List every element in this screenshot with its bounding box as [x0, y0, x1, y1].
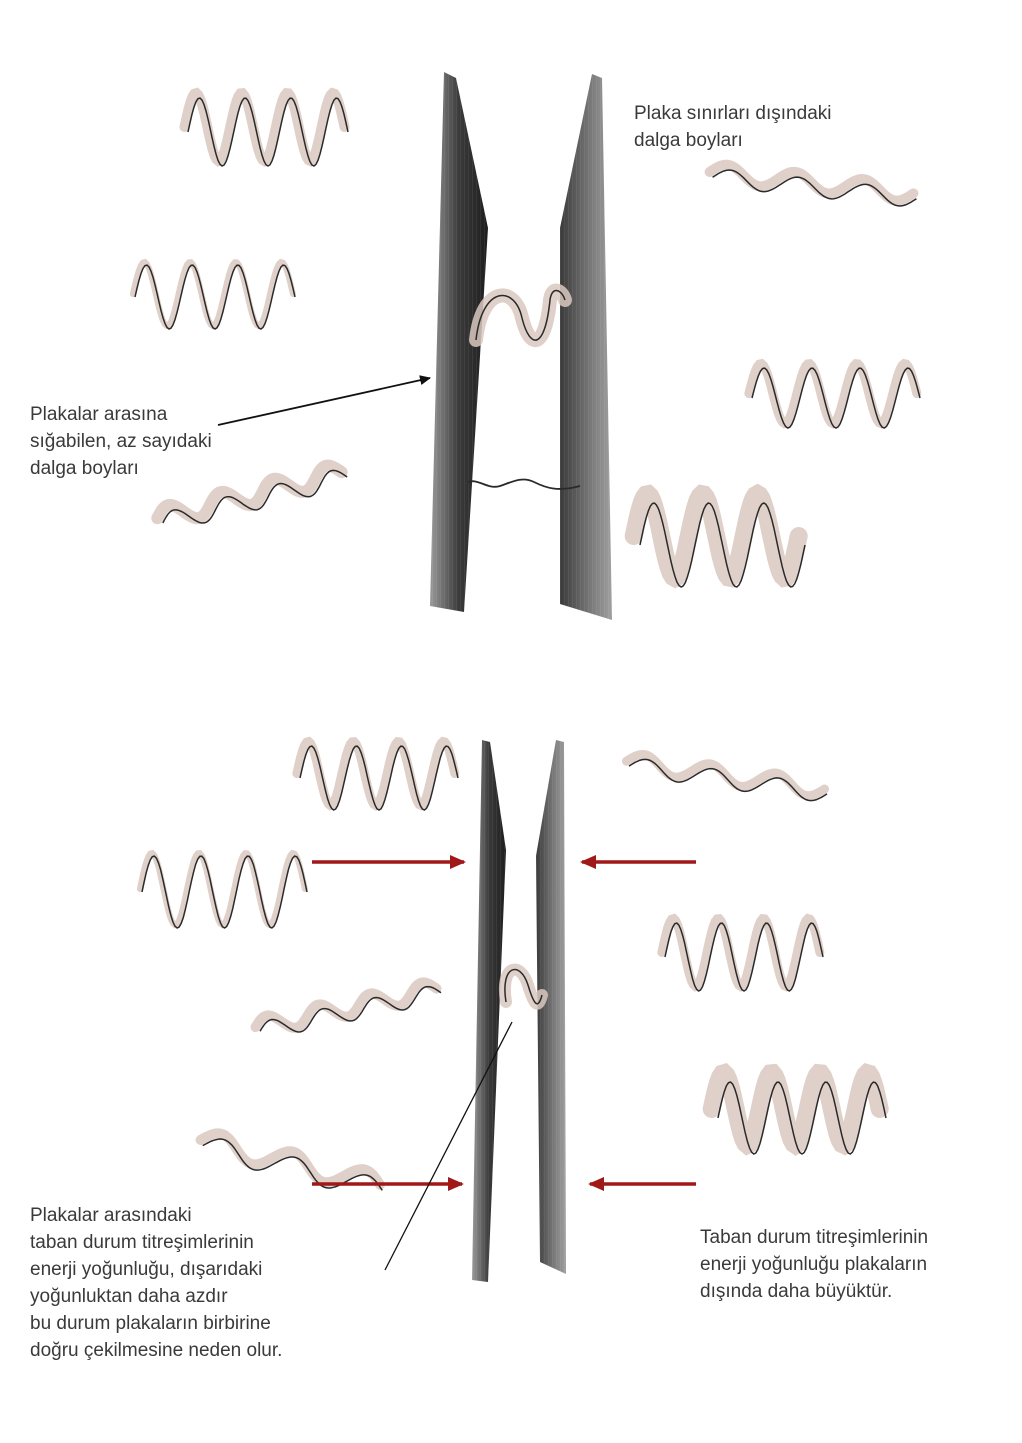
bottom-panel [136, 736, 889, 1282]
wave-edge [717, 1081, 887, 1155]
wave-bottom-left-4 [195, 1128, 386, 1191]
top-inside-wave-small [467, 478, 581, 490]
wave-ribbon [151, 459, 348, 525]
top-inside-wave-large [469, 283, 572, 347]
wave-ribbon [129, 258, 296, 330]
wave-bottom-right-3 [702, 1062, 889, 1156]
wave-ribbon [744, 358, 922, 429]
wave-edge [187, 97, 349, 167]
wave-ribbon [704, 159, 919, 206]
wave-bottom-left-2 [136, 849, 308, 929]
bottom-inside-label-line-3: enerji yoğunluğu, dışarıdaki [30, 1259, 263, 1280]
wave-edge [299, 745, 459, 811]
bottom-outside-label-line-3: dışında daha büyüktür. [700, 1281, 893, 1302]
top-panel [129, 72, 922, 620]
top-inside-label: Plakalar arasına sığabilen, az sayıdaki … [30, 401, 212, 482]
top-inside-label-line-3: dalga boyları [30, 458, 139, 479]
wave-ribbon [621, 749, 830, 801]
wave-top-left-2 [129, 258, 296, 330]
wave-bottom-left-1 [292, 736, 460, 811]
wave-top-right-1 [704, 159, 919, 207]
wave-bottom-left-3 [250, 977, 442, 1033]
bottom-outside-label: Taban durum titreşimlerinin enerji yoğun… [700, 1224, 928, 1305]
wave-edge [202, 1138, 383, 1191]
wave-top-right-2 [744, 358, 922, 429]
wave-top-right-3 [624, 483, 808, 589]
bottom-pointer-line [384, 1021, 513, 1271]
bottom-outside-label-line-2: enerji yoğunluğu plakaların [700, 1254, 928, 1275]
bottom-inside-label-line-5: bu durum plakaların birbirine [30, 1313, 271, 1334]
wave-edge [134, 264, 296, 330]
bottom-outside-label-line-1: Taban durum titreşimlerinin [700, 1227, 929, 1248]
wave-ribbon [702, 1062, 889, 1156]
bottom-inside-label: Plakalar arasındaki taban durum titreşim… [30, 1202, 282, 1364]
wave-edge [259, 985, 442, 1033]
bottom-inside-label-line-1: Plakalar arasındaki [30, 1205, 192, 1226]
wave-edge [639, 502, 806, 588]
wave-edge [141, 855, 308, 929]
top-outside-label: Plaka sınırları dışındaki dalga boyları [634, 100, 831, 154]
wave-bottom-right-1 [621, 749, 830, 802]
wave-top-left-1 [179, 87, 350, 167]
wave-edge [712, 169, 917, 207]
top-outside-label-line-1: Plaka sınırları dışındaki [634, 103, 832, 124]
wave-ribbon [250, 977, 442, 1033]
bottom-inside-label-line-4: yoğunluktan daha azdır [30, 1286, 228, 1307]
wave-edge [751, 367, 921, 429]
bottom-inside-label-line-6: doğru çekilmesine neden olur. [30, 1340, 283, 1361]
wave-edge [162, 469, 348, 524]
wave-bottom-right-2 [657, 913, 825, 992]
top-outside-label-line-2: dalga boyları [634, 130, 743, 151]
wave-edge [664, 922, 824, 992]
top-inside-label-line-2: sığabilen, az sayıdaki [30, 431, 212, 452]
wave-ribbon [624, 483, 808, 589]
wave-top-left-3 [151, 459, 348, 525]
top-pointer-arrow [217, 375, 431, 426]
wave-edge [628, 758, 828, 802]
bottom-inside-wave [498, 963, 548, 1010]
top-inside-label-line-1: Plakalar arasına [30, 404, 168, 425]
wave-ribbon [195, 1128, 386, 1190]
bottom-inside-label-line-2: taban durum titreşimlerinin [30, 1232, 254, 1253]
